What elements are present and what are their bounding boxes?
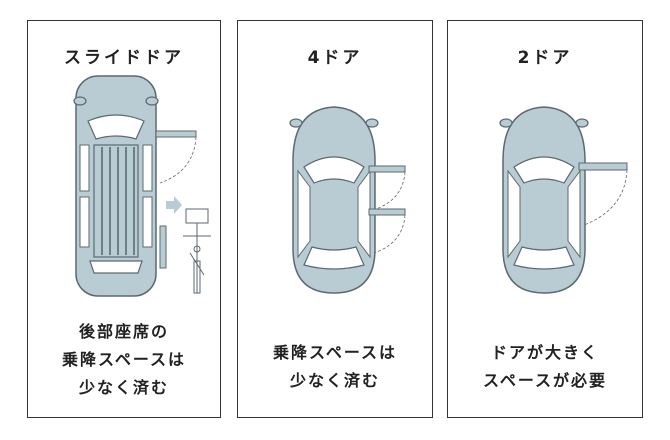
4-door-car-illustration	[289, 106, 406, 294]
panel-description: 乗降スペースは 少なく済む	[272, 343, 398, 390]
panel-title: 4ドア	[307, 48, 363, 68]
slide-door	[159, 225, 167, 269]
long-door	[578, 162, 628, 171]
bicycle-icon	[183, 208, 211, 294]
coupe-icon	[499, 106, 589, 294]
arrow-icon	[166, 196, 182, 214]
front-door	[155, 130, 197, 138]
panel-title: 2ドア	[517, 48, 573, 68]
van-icon	[73, 75, 159, 297]
panel-description: ドアが大きく スペースが必要	[482, 343, 608, 390]
front-door	[368, 165, 406, 173]
2-door-car-illustration	[499, 106, 628, 294]
panel-4-door: 4ドア 乗降スペースは 少なく済む	[237, 20, 433, 418]
panel-description: 後部座席の 乗降スペースは 少なく済む	[61, 322, 187, 397]
panel-2-door: 2ドア ドアが大きく スペースが必要	[447, 20, 643, 418]
panel-slide-door: スライドドア	[27, 20, 221, 418]
panel-title: スライドドア	[64, 48, 184, 68]
rear-door	[368, 208, 406, 216]
slide-door-van-illustration	[73, 75, 211, 297]
sedan-icon	[289, 106, 379, 294]
